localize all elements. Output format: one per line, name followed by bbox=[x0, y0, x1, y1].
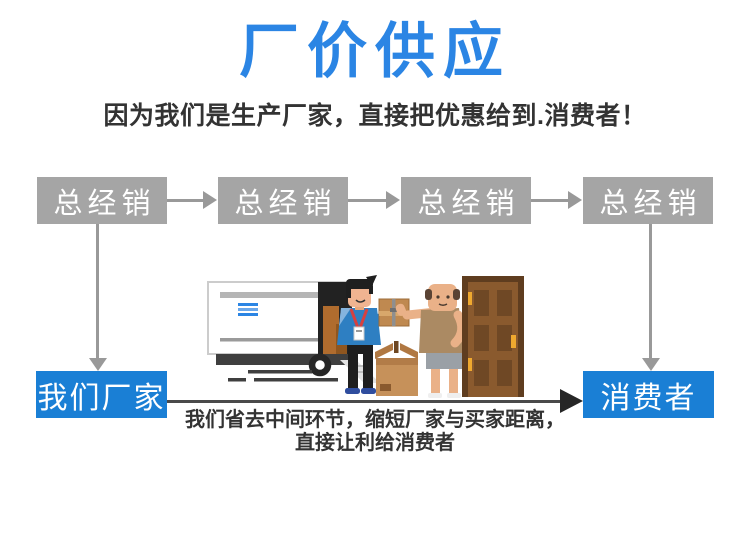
right-arrow-line bbox=[167, 199, 205, 202]
footer-caption: 我们省去中间环节，缩短厂家与买家距离， 直接让利给消费者 bbox=[0, 409, 750, 455]
factory-box: 我们厂家 bbox=[36, 371, 167, 418]
down-arrow-icon-right bbox=[642, 358, 660, 371]
consumer-box: 消费者 bbox=[583, 371, 714, 418]
cardboard-box-icon bbox=[375, 341, 418, 396]
distributor-box-3: 总经销 bbox=[401, 177, 531, 224]
footer-line-1: 我们省去中间环节，缩短厂家与买家距离， bbox=[185, 409, 565, 431]
page-title: 厂价供应 bbox=[239, 18, 511, 85]
right-arrow-icon bbox=[386, 191, 400, 209]
consumer-label: 消费者 bbox=[600, 381, 697, 415]
factory-label: 我们厂家 bbox=[37, 381, 166, 415]
delivery-scene-illustration bbox=[207, 275, 524, 398]
down-arrow-line-right bbox=[649, 224, 652, 360]
distributor-box-4: 总经销 bbox=[583, 177, 713, 224]
courier-icon bbox=[337, 275, 410, 394]
customer-icon bbox=[395, 284, 467, 398]
down-arrow-line-left bbox=[96, 224, 99, 360]
page-subtitle: 因为我们是生产厂家，直接把优惠给到.消费者！ bbox=[103, 102, 647, 130]
distributor-label: 总经销 bbox=[417, 187, 520, 220]
distributor-label: 总经销 bbox=[234, 187, 337, 220]
right-arrow-line bbox=[348, 199, 388, 202]
distributor-box-2: 总经销 bbox=[218, 177, 348, 224]
distributor-label: 总经销 bbox=[53, 187, 156, 220]
distributor-label: 总经销 bbox=[599, 187, 702, 220]
right-arrow-line bbox=[531, 199, 570, 202]
factory-consumer-line bbox=[167, 400, 563, 403]
right-arrow-icon bbox=[568, 191, 582, 209]
footer-line-2: 直接让利给消费者 bbox=[295, 432, 455, 454]
right-arrow-icon bbox=[203, 191, 217, 209]
down-arrow-icon-left bbox=[89, 358, 107, 371]
distributor-box-1: 总经销 bbox=[37, 177, 167, 224]
factory-consumer-arrow-icon bbox=[560, 389, 583, 413]
house-door-icon bbox=[462, 276, 524, 397]
